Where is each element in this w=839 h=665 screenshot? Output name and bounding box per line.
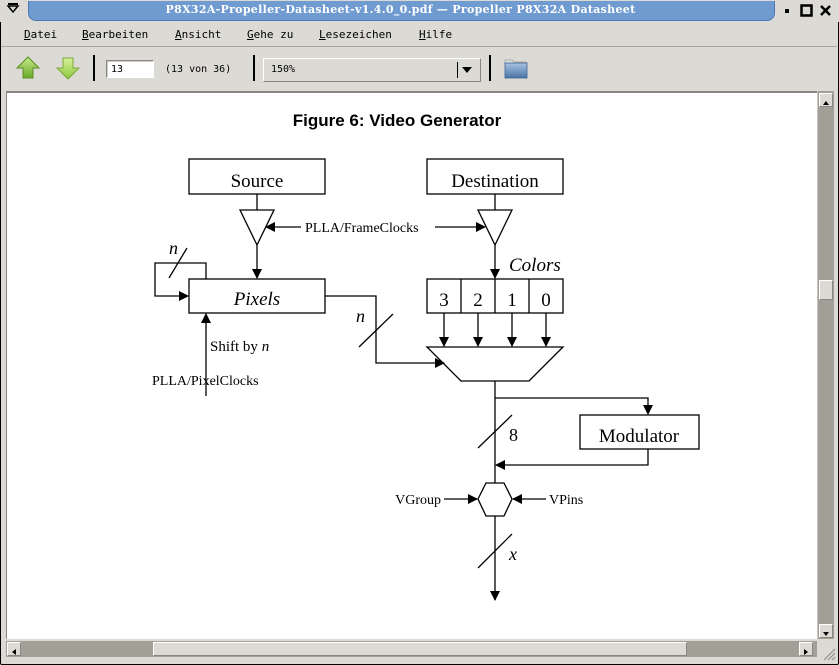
shift-by-text: Shift by xyxy=(210,339,262,355)
title-highlight xyxy=(28,1,775,21)
pixels-to-mux-line xyxy=(325,295,445,368)
color-cell-0: 0 xyxy=(541,290,551,311)
color-cell-1: 1 xyxy=(507,290,517,311)
menu-label: atei xyxy=(30,28,58,41)
menu-datei[interactable]: Datei xyxy=(24,28,57,41)
vpins-label: VPins xyxy=(549,493,583,508)
resize-grip-icon xyxy=(823,648,836,661)
zoom-select-divider xyxy=(457,62,458,78)
zoom-level-value: 150% xyxy=(271,64,296,75)
color-cell-3: 3 xyxy=(439,290,449,311)
arrow-up-small-icon xyxy=(823,101,829,105)
vgroup-label: VGroup xyxy=(395,493,441,508)
menu-mnemonic: D xyxy=(24,28,31,41)
page-count-label: (13 von 36) xyxy=(165,64,232,75)
arrow-down-icon xyxy=(55,57,81,80)
pin-bus-slash xyxy=(477,533,513,569)
open-document-button[interactable] xyxy=(503,55,529,81)
horizontal-scrollbar[interactable] xyxy=(6,641,817,657)
menu-label: ehe zu xyxy=(253,28,294,41)
arrow-left-small-icon xyxy=(12,649,16,655)
destination-buffer-triangle xyxy=(476,209,514,247)
shift-by-label: Shift by n xyxy=(210,339,269,355)
maximize-button[interactable] xyxy=(799,3,814,18)
output-bus-width: 8 xyxy=(509,425,518,445)
source-label: Source xyxy=(231,171,284,192)
pixelclocks-label: PLLA/PixelClocks xyxy=(152,374,259,389)
next-page-button[interactable] xyxy=(55,55,81,81)
output-bus-slash xyxy=(477,414,513,449)
close-icon xyxy=(820,5,831,16)
pin-bus-width: x xyxy=(508,544,517,564)
menu-mnemonic: L xyxy=(319,28,326,41)
scroll-left-button[interactable] xyxy=(7,642,21,656)
menu-hilfe[interactable]: Hilfe xyxy=(419,28,452,41)
horizontal-scroll-thumb[interactable] xyxy=(153,642,687,656)
previous-page-button[interactable] xyxy=(15,55,41,81)
toolbar-separator xyxy=(253,55,255,81)
vertical-scrollbar[interactable] xyxy=(817,91,834,639)
to-modulator-arrow xyxy=(495,397,653,415)
pixels-bus-width: n xyxy=(356,306,365,326)
window-title: P8X32A-Propeller-Datasheet-v1.4.0_0.pdf … xyxy=(165,3,636,16)
menu-ansicht[interactable]: Ansicht xyxy=(175,28,221,41)
multiplexer xyxy=(425,346,565,382)
menu-bar: Datei Bearbeiten Ansicht Gehe zu Lesezei… xyxy=(1,22,837,47)
destination-label: Destination xyxy=(451,171,539,192)
folder-icon xyxy=(504,59,528,79)
menu-label: ilfe xyxy=(425,28,453,41)
loop-bus-slash xyxy=(168,247,188,279)
modulator-return-arrow xyxy=(495,449,649,470)
loop-bus-width: n xyxy=(169,238,178,258)
maximize-icon xyxy=(800,4,813,17)
pin-driver-hexagon xyxy=(477,482,513,517)
modulator-label: Modulator xyxy=(599,426,680,447)
figure-title: Figure 6: Video Generator xyxy=(292,111,502,130)
minimize-icon xyxy=(785,9,789,13)
minimize-button[interactable] xyxy=(780,3,795,18)
menu-mnemonic: H xyxy=(419,28,426,41)
chevron-down-icon xyxy=(462,67,472,73)
video-generator-diagram: Source Destination Pixels Modulator PLLA… xyxy=(152,158,700,601)
menu-bearbeiten[interactable]: Bearbeiten xyxy=(82,28,148,41)
vertical-scroll-thumb[interactable] xyxy=(819,280,833,300)
color-cell-2: 2 xyxy=(473,290,483,311)
menu-mnemonic: G xyxy=(247,28,254,41)
pixels-label: Pixels xyxy=(233,289,280,310)
close-button[interactable] xyxy=(818,3,833,18)
pixels-feedback-loop xyxy=(154,262,207,301)
menu-label: nsicht xyxy=(181,28,222,41)
shift-n-text: n xyxy=(262,339,270,355)
title-bar[interactable]: P8X32A-Propeller-Datasheet-v1.4.0_0.pdf … xyxy=(0,0,839,22)
scroll-up-button[interactable] xyxy=(819,93,833,107)
toolbar-separator xyxy=(93,55,95,81)
document-viewport[interactable]: Figure 6: Video Generator xyxy=(6,91,817,639)
menu-label: esezeichen xyxy=(325,28,392,41)
toolbar-separator xyxy=(489,55,491,81)
menu-label: earbeiten xyxy=(88,28,149,41)
toolbar xyxy=(1,47,837,91)
scroll-right-button[interactable] xyxy=(799,642,813,656)
pixels-bus-slash xyxy=(358,313,394,348)
arrow-up-icon xyxy=(15,56,41,79)
window-menu-icon[interactable] xyxy=(4,2,22,19)
modulator-box xyxy=(579,414,700,450)
scroll-down-button[interactable] xyxy=(819,624,833,638)
resize-grip[interactable] xyxy=(820,645,836,661)
page-number-input[interactable]: 13 xyxy=(106,60,154,78)
arrow-down-small-icon xyxy=(823,632,829,636)
menu-gehe-zu[interactable]: Gehe zu xyxy=(247,28,293,41)
menu-lesezeichen[interactable]: Lesezeichen xyxy=(319,28,392,41)
frameclocks-label: PLLA/FrameClocks xyxy=(305,221,419,236)
zoom-level-select[interactable]: 150% xyxy=(263,58,481,82)
colors-label: Colors xyxy=(509,255,561,276)
arrow-right-small-icon xyxy=(804,649,808,655)
menu-mnemonic: A xyxy=(175,28,182,41)
menu-mnemonic: B xyxy=(82,28,89,41)
